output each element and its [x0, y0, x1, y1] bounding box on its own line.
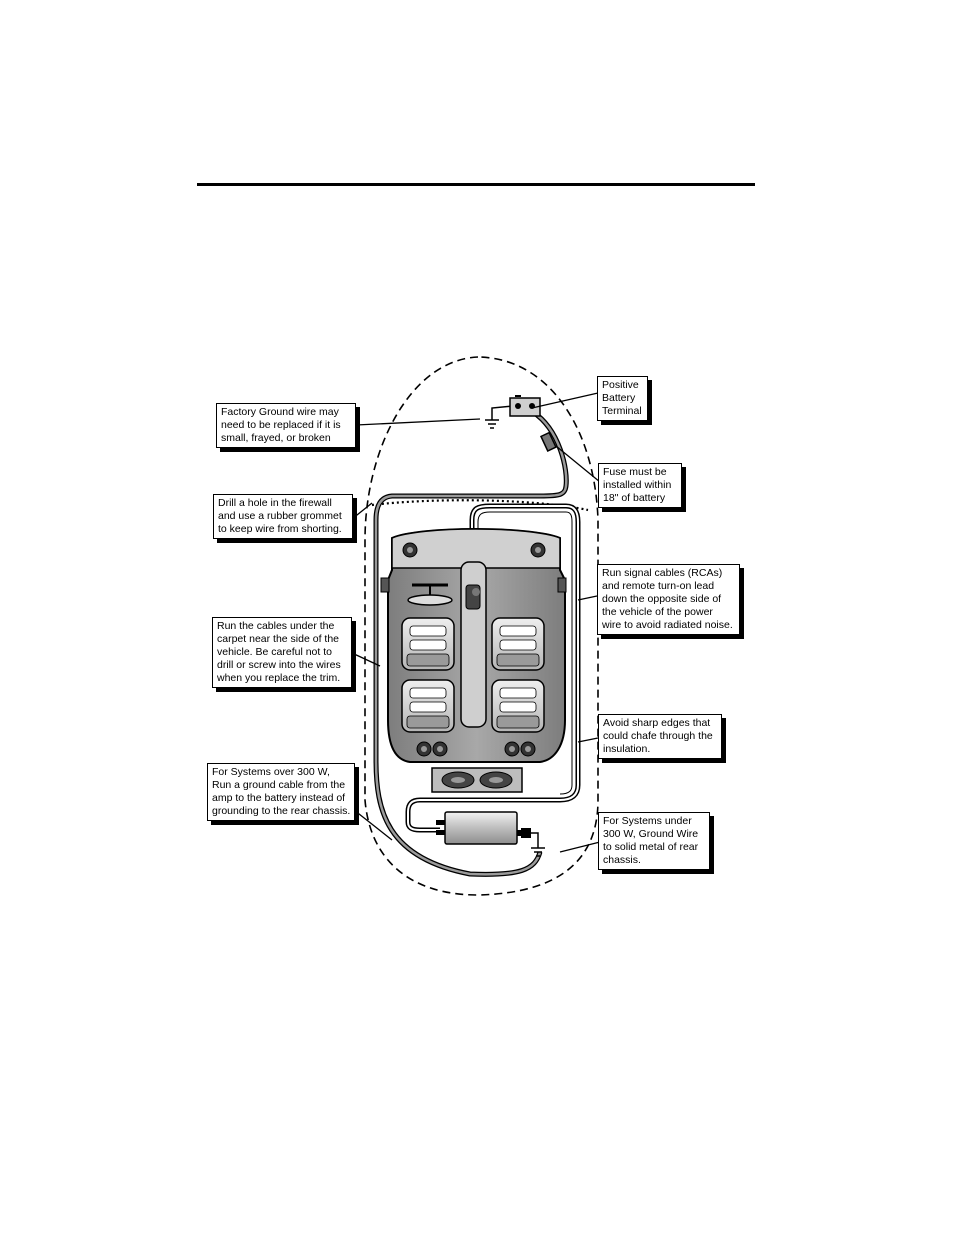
callout-signal-cables: Run signal cables (RCAs) and remote turn… — [597, 564, 740, 635]
rear-right-seat — [491, 679, 545, 733]
callout-avoid-sharp-edges: Avoid sharp edges that could chafe throu… — [598, 714, 722, 759]
amplifier — [436, 811, 525, 845]
callout-run-under-carpet: Run the cables under the carpet near the… — [212, 617, 352, 688]
factory-ground-wire — [491, 405, 514, 420]
callout-systems-under-300w: For Systems under 300 W, Ground Wire to … — [598, 812, 710, 870]
callout-factory-ground-wire: Factory Ground wire may need to be repla… — [216, 403, 356, 448]
front-right-seat — [491, 617, 545, 671]
front-left-seat — [401, 617, 455, 671]
callout-positive-battery-terminal: Positive Battery Terminal — [597, 376, 648, 421]
battery-icon — [509, 395, 541, 417]
fuse-icon — [539, 431, 557, 452]
signal-cables — [405, 503, 581, 833]
callout-firewall-grommet: Drill a hole in the firewall and use a r… — [213, 494, 353, 539]
rear-left-seat — [401, 679, 455, 733]
rear-ground-symbol — [531, 847, 545, 857]
rear-left-speakers — [416, 741, 448, 757]
callout-systems-over-300w: For Systems over 300 W, Run a ground cab… — [207, 763, 355, 821]
vehicle-interior — [380, 528, 567, 763]
power-wire — [373, 409, 569, 877]
header-rule — [197, 183, 755, 186]
engine-ground-symbol — [485, 419, 499, 429]
rear-right-speakers — [504, 741, 536, 757]
steering-wheel — [407, 583, 453, 606]
leader-lines — [351, 392, 601, 853]
subwoofer-box — [431, 767, 523, 793]
callout-fuse: Fuse must be installed within 18" of bat… — [598, 463, 682, 508]
